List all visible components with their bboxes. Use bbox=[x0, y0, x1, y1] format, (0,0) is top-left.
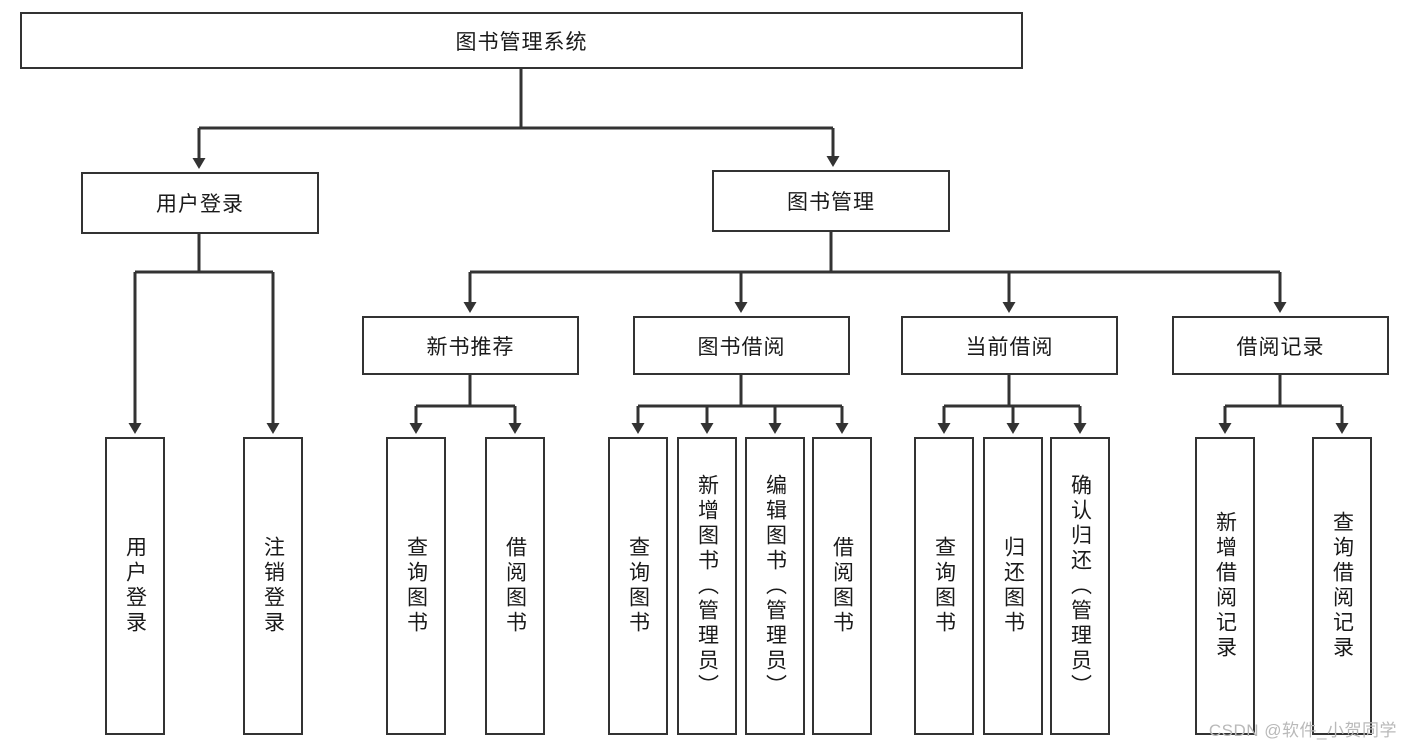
node-leaf-borrow-book-1[interactable]: 借阅图书 bbox=[485, 437, 545, 735]
node-leaf-user-logout-label: 注销登录 bbox=[261, 536, 285, 636]
node-leaf-query-record-label: 查询借阅记录 bbox=[1330, 511, 1354, 661]
node-current-borrow[interactable]: 当前借阅 bbox=[901, 316, 1118, 375]
node-current-borrow-label: 当前借阅 bbox=[965, 335, 1054, 359]
node-borrow-record-label: 借阅记录 bbox=[1236, 335, 1325, 359]
node-leaf-user-login-label: 用户登录 bbox=[123, 536, 147, 636]
node-leaf-return-book-label: 归还图书 bbox=[1001, 536, 1025, 636]
node-leaf-borrow-book-1-label: 借阅图书 bbox=[503, 536, 527, 636]
node-root[interactable]: 图书管理系统 bbox=[20, 12, 1023, 69]
watermark: CSDN @软件_小贺同学 bbox=[1208, 721, 1397, 740]
node-leaf-query-book-2[interactable]: 查询图书 bbox=[608, 437, 668, 735]
node-leaf-query-book-3[interactable]: 查询图书 bbox=[914, 437, 974, 735]
node-leaf-borrow-book-2[interactable]: 借阅图书 bbox=[812, 437, 872, 735]
node-leaf-query-book-2-label: 查询图书 bbox=[626, 536, 650, 636]
node-leaf-borrow-book-2-label: 借阅图书 bbox=[830, 536, 854, 636]
node-leaf-query-book-1-label: 查询图书 bbox=[404, 536, 428, 636]
node-leaf-add-book-label: 新增图书（管理员） bbox=[695, 473, 719, 699]
node-book-manage[interactable]: 图书管理 bbox=[712, 170, 950, 232]
node-leaf-user-login[interactable]: 用户登录 bbox=[105, 437, 165, 735]
node-leaf-confirm-return-label: 确认归还（管理员） bbox=[1068, 473, 1092, 699]
node-user-login-label: 用户登录 bbox=[156, 193, 244, 216]
node-book-manage-label: 图书管理 bbox=[787, 191, 875, 214]
node-leaf-query-record[interactable]: 查询借阅记录 bbox=[1312, 437, 1372, 735]
node-leaf-confirm-return[interactable]: 确认归还（管理员） bbox=[1050, 437, 1110, 735]
node-leaf-add-record[interactable]: 新增借阅记录 bbox=[1195, 437, 1255, 735]
node-leaf-user-logout[interactable]: 注销登录 bbox=[243, 437, 303, 735]
node-book-borrow[interactable]: 图书借阅 bbox=[633, 316, 850, 375]
node-leaf-query-book-3-label: 查询图书 bbox=[932, 536, 956, 636]
node-root-label: 图书管理系统 bbox=[455, 30, 588, 54]
node-leaf-edit-book-label: 编辑图书（管理员） bbox=[763, 473, 787, 699]
node-new-book-rec-label: 新书推荐 bbox=[426, 335, 515, 359]
node-leaf-query-book-1[interactable]: 查询图书 bbox=[386, 437, 446, 735]
node-leaf-add-record-label: 新增借阅记录 bbox=[1213, 511, 1237, 661]
node-book-borrow-label: 图书借阅 bbox=[697, 335, 786, 359]
node-borrow-record[interactable]: 借阅记录 bbox=[1172, 316, 1389, 375]
node-leaf-edit-book[interactable]: 编辑图书（管理员） bbox=[745, 437, 805, 735]
node-leaf-return-book[interactable]: 归还图书 bbox=[983, 437, 1043, 735]
node-leaf-add-book[interactable]: 新增图书（管理员） bbox=[677, 437, 737, 735]
node-user-login[interactable]: 用户登录 bbox=[81, 172, 319, 234]
node-new-book-rec[interactable]: 新书推荐 bbox=[362, 316, 579, 375]
